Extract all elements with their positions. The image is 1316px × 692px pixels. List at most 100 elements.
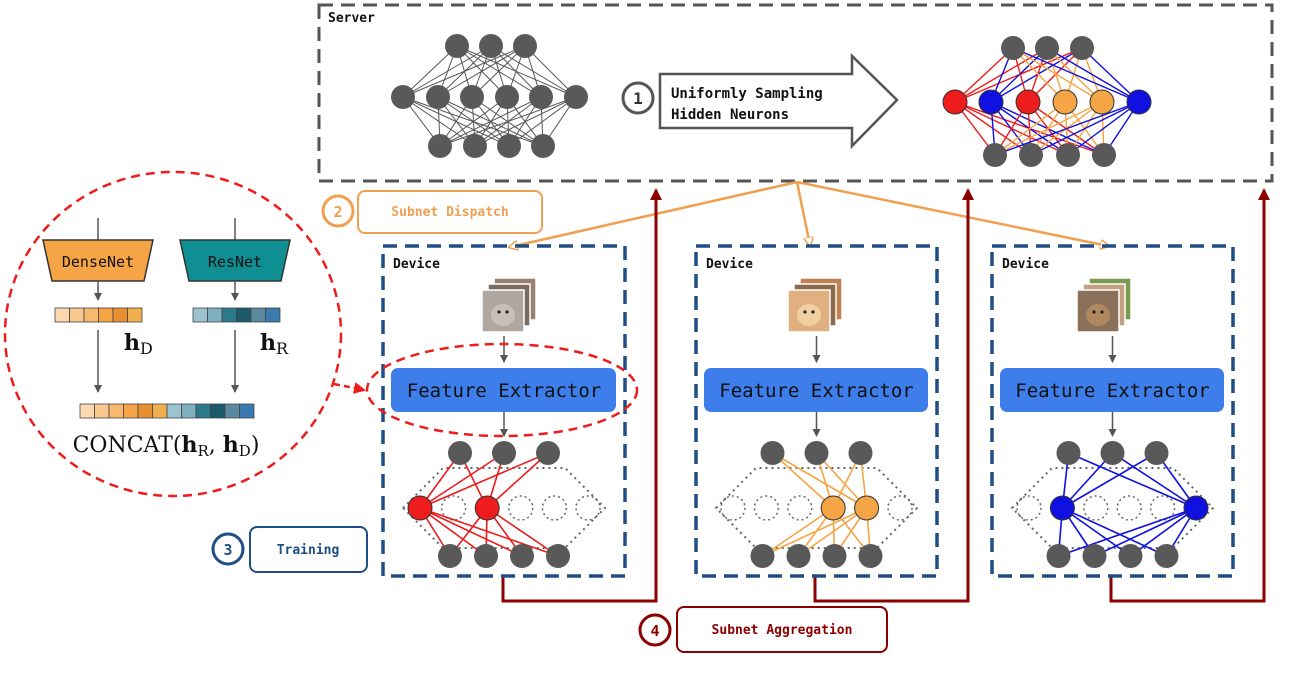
eye — [811, 310, 815, 314]
vector-cell — [69, 307, 85, 323]
connection — [1067, 101, 1140, 156]
neuron — [428, 134, 452, 158]
connection — [1081, 47, 1140, 103]
device-label: Device — [1002, 257, 1049, 272]
connection — [474, 96, 577, 147]
connection — [994, 101, 1066, 156]
neuron — [1100, 441, 1125, 465]
vector-cell — [83, 307, 99, 323]
inactive-region — [401, 467, 607, 549]
vector-cell — [250, 307, 266, 323]
vector-cell — [195, 403, 211, 419]
device-label: Device — [393, 257, 440, 272]
connection — [437, 45, 526, 98]
training-images — [1076, 277, 1132, 333]
feature-extractor-block — [1000, 368, 1224, 412]
inactive-neuron — [1083, 495, 1109, 521]
inactive-neuron — [541, 495, 568, 521]
neuron — [1092, 143, 1116, 167]
step-2-box — [357, 190, 543, 234]
connection — [508, 96, 577, 147]
neuron — [1118, 544, 1143, 568]
connection — [994, 101, 1140, 156]
step-2-badge — [321, 194, 355, 228]
inactive-neuron — [720, 495, 746, 521]
step-4-box — [676, 606, 888, 653]
sampled-neuron — [1089, 89, 1115, 115]
active-connection — [762, 507, 867, 557]
active-connection — [419, 507, 487, 557]
sampled-neuron — [1015, 89, 1041, 115]
sampled-neuron — [978, 89, 1004, 115]
feature-extractor-label: Feature Extractor — [719, 380, 913, 402]
vector-cell — [54, 307, 70, 323]
neuron — [983, 143, 1007, 167]
neuron — [448, 441, 472, 465]
device-box — [990, 244, 1235, 578]
vector-cell — [210, 403, 226, 419]
vector-cell — [207, 307, 223, 323]
device-subnet — [401, 441, 607, 568]
vector-cell — [239, 403, 255, 419]
device-subnet — [1010, 441, 1215, 568]
connection — [990, 47, 1083, 103]
active-neuron — [1183, 495, 1209, 521]
active-connection — [1058, 507, 1197, 557]
step-4-number: 4 — [650, 622, 659, 640]
active-connection — [1068, 452, 1197, 509]
concat-feature-vector — [79, 403, 255, 419]
inactive-neuron — [1149, 495, 1176, 521]
vector-cell — [94, 403, 110, 419]
vector-cell — [112, 307, 128, 323]
training-images — [481, 277, 537, 333]
active-connection — [798, 507, 868, 557]
vector-cell — [221, 307, 237, 323]
neuron — [492, 441, 516, 465]
neuron — [445, 34, 469, 58]
active-connection — [762, 507, 834, 557]
inactive-neuron — [753, 495, 780, 521]
densenet-label: DenseNet — [62, 253, 134, 271]
neuron — [1154, 544, 1179, 568]
server-label: Server — [328, 11, 375, 26]
sampled-neuron — [1052, 89, 1078, 115]
step-2-number: 2 — [333, 203, 342, 221]
zoom-link-arrow — [333, 382, 366, 394]
active-connection — [1112, 452, 1197, 509]
inactive-neuron — [575, 495, 601, 521]
neuron — [531, 134, 555, 158]
active-connection — [1130, 507, 1197, 557]
active-connection — [486, 507, 559, 557]
neuron — [1001, 36, 1025, 60]
connection — [471, 45, 526, 98]
server-sampled-network — [942, 36, 1152, 167]
active-connection — [771, 452, 834, 509]
connection — [990, 47, 1048, 103]
aggregation-arrows — [501, 188, 1270, 603]
step-3-label: Training — [277, 543, 340, 558]
feature-extractor-label: Feature Extractor — [1015, 380, 1209, 402]
resnet-block — [179, 239, 291, 282]
neuron — [1035, 36, 1059, 60]
server-box — [317, 3, 1274, 183]
vector-cell — [79, 403, 95, 419]
vector-cell — [152, 403, 168, 419]
training-images — [787, 277, 843, 333]
inactive-neuron — [787, 495, 813, 521]
neuron — [1144, 441, 1169, 465]
vector-cell — [192, 307, 208, 323]
vector-cell — [108, 403, 124, 419]
hd-label: hD — [124, 330, 153, 358]
active-connection — [419, 452, 549, 509]
connection — [439, 96, 542, 147]
active-neuron — [820, 495, 846, 521]
eye — [497, 310, 501, 314]
active-neuron — [407, 495, 433, 521]
neuron — [536, 441, 560, 465]
eye — [505, 310, 509, 314]
eye — [1092, 310, 1096, 314]
